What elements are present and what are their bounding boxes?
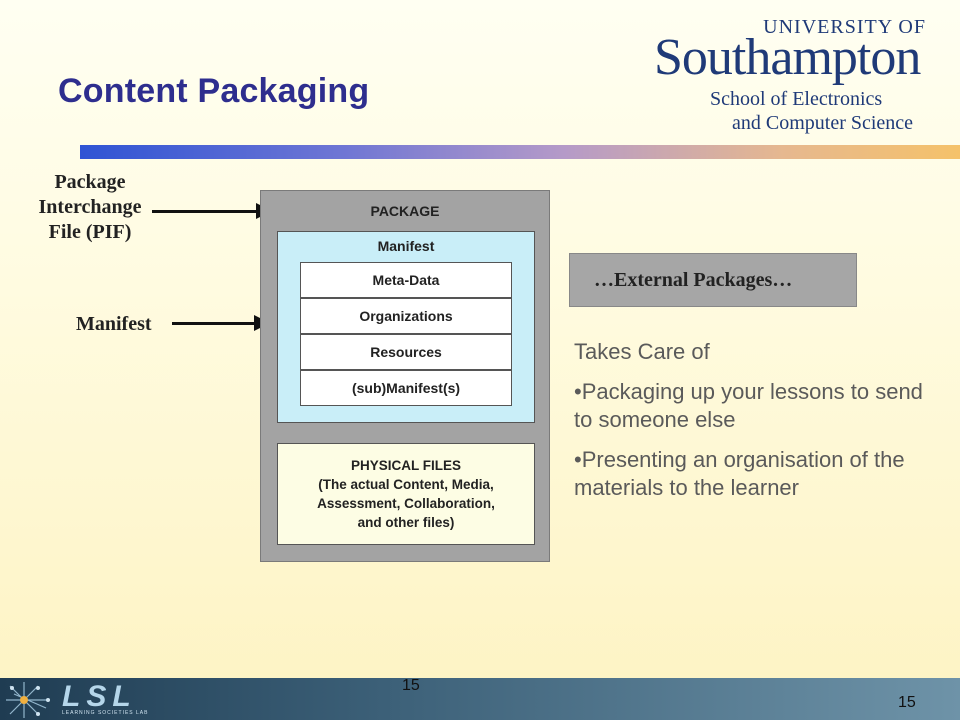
title-divider <box>80 145 960 159</box>
manifest-box: Manifest Meta-Data Organizations Resourc… <box>277 231 535 423</box>
lsl-network-icon <box>6 682 50 718</box>
manifest-label: Manifest <box>76 313 152 335</box>
pif-label-line: Interchange <box>38 196 142 218</box>
bullet-item: •Presenting an organisation of the mater… <box>574 447 905 500</box>
body-text: Takes Care of •Packaging up your lessons… <box>574 338 944 514</box>
logo-school-line1: School of Electronics <box>710 88 883 110</box>
physical-files-line: (The actual Content, Media, <box>318 477 494 492</box>
pif-label-line: Package <box>54 171 126 193</box>
footer-bar <box>0 678 960 720</box>
manifest-row-organizations: Organizations <box>300 298 512 334</box>
page-number-right: 15 <box>898 694 916 711</box>
external-packages-box: …External Packages… <box>569 253 857 307</box>
slide-title: Content Packaging <box>58 72 370 110</box>
lsl-logo-subtext: LEARNING SOCIETIES LAB <box>62 710 149 716</box>
package-title: PACKAGE <box>370 203 440 219</box>
lsl-logo-text: LSL <box>62 680 137 713</box>
pif-arrow <box>152 203 272 219</box>
page-number-center: 15 <box>402 677 420 694</box>
manifest-row-metadata: Meta-Data <box>300 262 512 298</box>
pif-label-line: File (PIF) <box>48 221 132 243</box>
university-logo: UNIVERSITY OF Southampton School of Elec… <box>650 10 950 140</box>
physical-files-line: and other files) <box>357 515 455 530</box>
manifest-row-submanifests: (sub)Manifest(s) <box>300 370 512 406</box>
logo-school-line2: and Computer Science <box>732 112 914 134</box>
body-heading: Takes Care of <box>574 339 710 364</box>
manifest-row-resources: Resources <box>300 334 512 370</box>
physical-files-line: Assessment, Collaboration, <box>317 496 495 511</box>
physical-files-box: PHYSICAL FILES (The actual Content, Medi… <box>277 443 535 545</box>
package-box: PACKAGE Manifest Meta-Data Organizations… <box>260 190 550 562</box>
pif-label: Package Interchange File (PIF) <box>20 170 160 245</box>
logo-southampton: Southampton <box>654 29 921 86</box>
bullet-item: •Packaging up your lessons to send to so… <box>574 379 923 432</box>
logo-university-of: UNIVERSITY OF <box>763 16 926 38</box>
manifest-header: Manifest <box>377 238 435 254</box>
manifest-arrow <box>172 315 270 331</box>
physical-files-line: PHYSICAL FILES <box>350 458 461 473</box>
